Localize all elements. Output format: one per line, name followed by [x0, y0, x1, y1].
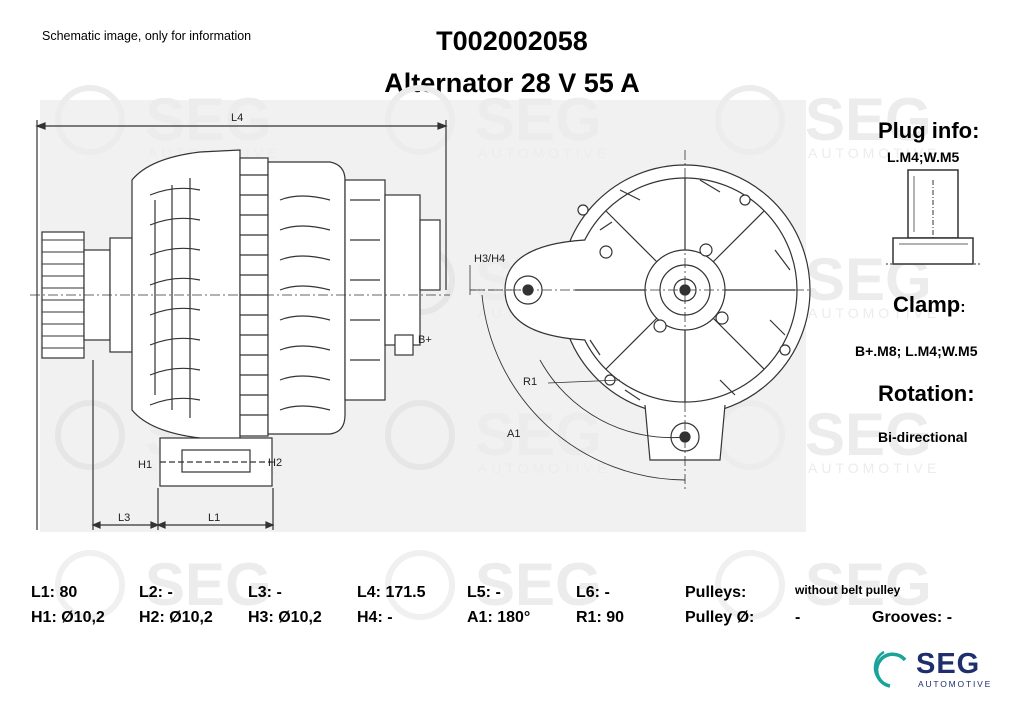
clamp-value: B+.M8; L.M4;W.M5	[855, 343, 978, 359]
clamp-title-colon: :	[960, 299, 966, 316]
terminal-b-plus-label: B+	[418, 334, 432, 346]
spec-a1: A1: 180°	[467, 609, 531, 626]
svg-text:SEG: SEG	[145, 86, 272, 153]
svg-text:SEG: SEG	[805, 86, 932, 153]
spec-h4: H4: -	[357, 609, 393, 626]
spec-l5: L5: -	[467, 584, 501, 601]
rotation-title: Rotation:	[878, 381, 975, 406]
dim-l1-label: L1	[208, 512, 220, 524]
seg-logo-icon	[873, 650, 907, 688]
info-note: Schematic image, only for information	[42, 29, 252, 43]
side-view	[30, 120, 450, 530]
plug-icon	[886, 169, 980, 265]
spec-h1: H1: Ø10,2	[31, 609, 105, 626]
seg-logo-subtext: AUTOMOTIVE	[918, 679, 993, 689]
spec-grooves: Grooves: -	[872, 609, 953, 626]
spec-h3: H3: Ø10,2	[248, 609, 322, 626]
svg-text:SEG: SEG	[805, 401, 932, 468]
svg-text:SEG: SEG	[475, 86, 602, 153]
product-title: Alternator 28 V 55 A	[384, 68, 640, 98]
svg-text:AUTOMOTIVE: AUTOMOTIVE	[478, 460, 610, 476]
spec-l3: L3: -	[248, 584, 282, 601]
part-number: T002002058	[436, 26, 588, 56]
spec-pulleys-label: Pulleys:	[685, 584, 747, 601]
spec-pulleys-value: without belt pulley	[795, 583, 901, 597]
plug-info-title: Plug info:	[878, 118, 980, 143]
spec-l6: L6: -	[576, 584, 610, 601]
svg-text:AUTOMOTIVE: AUTOMOTIVE	[808, 305, 940, 321]
dim-a1-label: A1	[507, 428, 520, 440]
dim-h1-label: H1	[138, 459, 152, 471]
spec-l4: L4: 171.5	[357, 584, 426, 601]
rotation-value: Bi-directional	[878, 429, 968, 445]
svg-text:AUTOMOTIVE: AUTOMOTIVE	[808, 145, 940, 161]
spec-pulley-dia-label: Pulley Ø:	[685, 609, 755, 626]
dim-r1-label: R1	[523, 376, 537, 388]
svg-text:SEG: SEG	[805, 551, 932, 618]
spec-pulley-dia-value: -	[795, 609, 801, 626]
seg-logo-text: SEG	[916, 648, 981, 680]
svg-text:AUTOMOTIVE: AUTOMOTIVE	[808, 460, 940, 476]
spec-h2: H2: Ø10,2	[139, 609, 213, 626]
spec-l2: L2: -	[139, 584, 173, 601]
clamp-title: Clamp:	[893, 292, 966, 318]
dim-l4-label: L4	[231, 112, 243, 124]
front-view	[469, 150, 811, 490]
svg-text:SEG: SEG	[145, 551, 272, 618]
plug-info-value: L.M4;W.M5	[887, 149, 960, 165]
clamp-title-text: Clamp	[893, 292, 961, 317]
svg-text:SEG: SEG	[475, 551, 602, 618]
svg-text:AUTOMOTIVE: AUTOMOTIVE	[478, 145, 610, 161]
dim-h3h4-label: H3/H4	[474, 253, 505, 265]
spec-r1: R1: 90	[576, 609, 625, 626]
spec-l1: L1: 80	[31, 584, 78, 601]
dim-h2-label: H2	[268, 457, 282, 469]
svg-text:SEG: SEG	[475, 401, 602, 468]
dim-l3-label: L3	[118, 512, 130, 524]
watermark: SEG AUTOMOTIVE SEG AUTOMOTIVE SEG AUTOMO…	[55, 85, 940, 620]
